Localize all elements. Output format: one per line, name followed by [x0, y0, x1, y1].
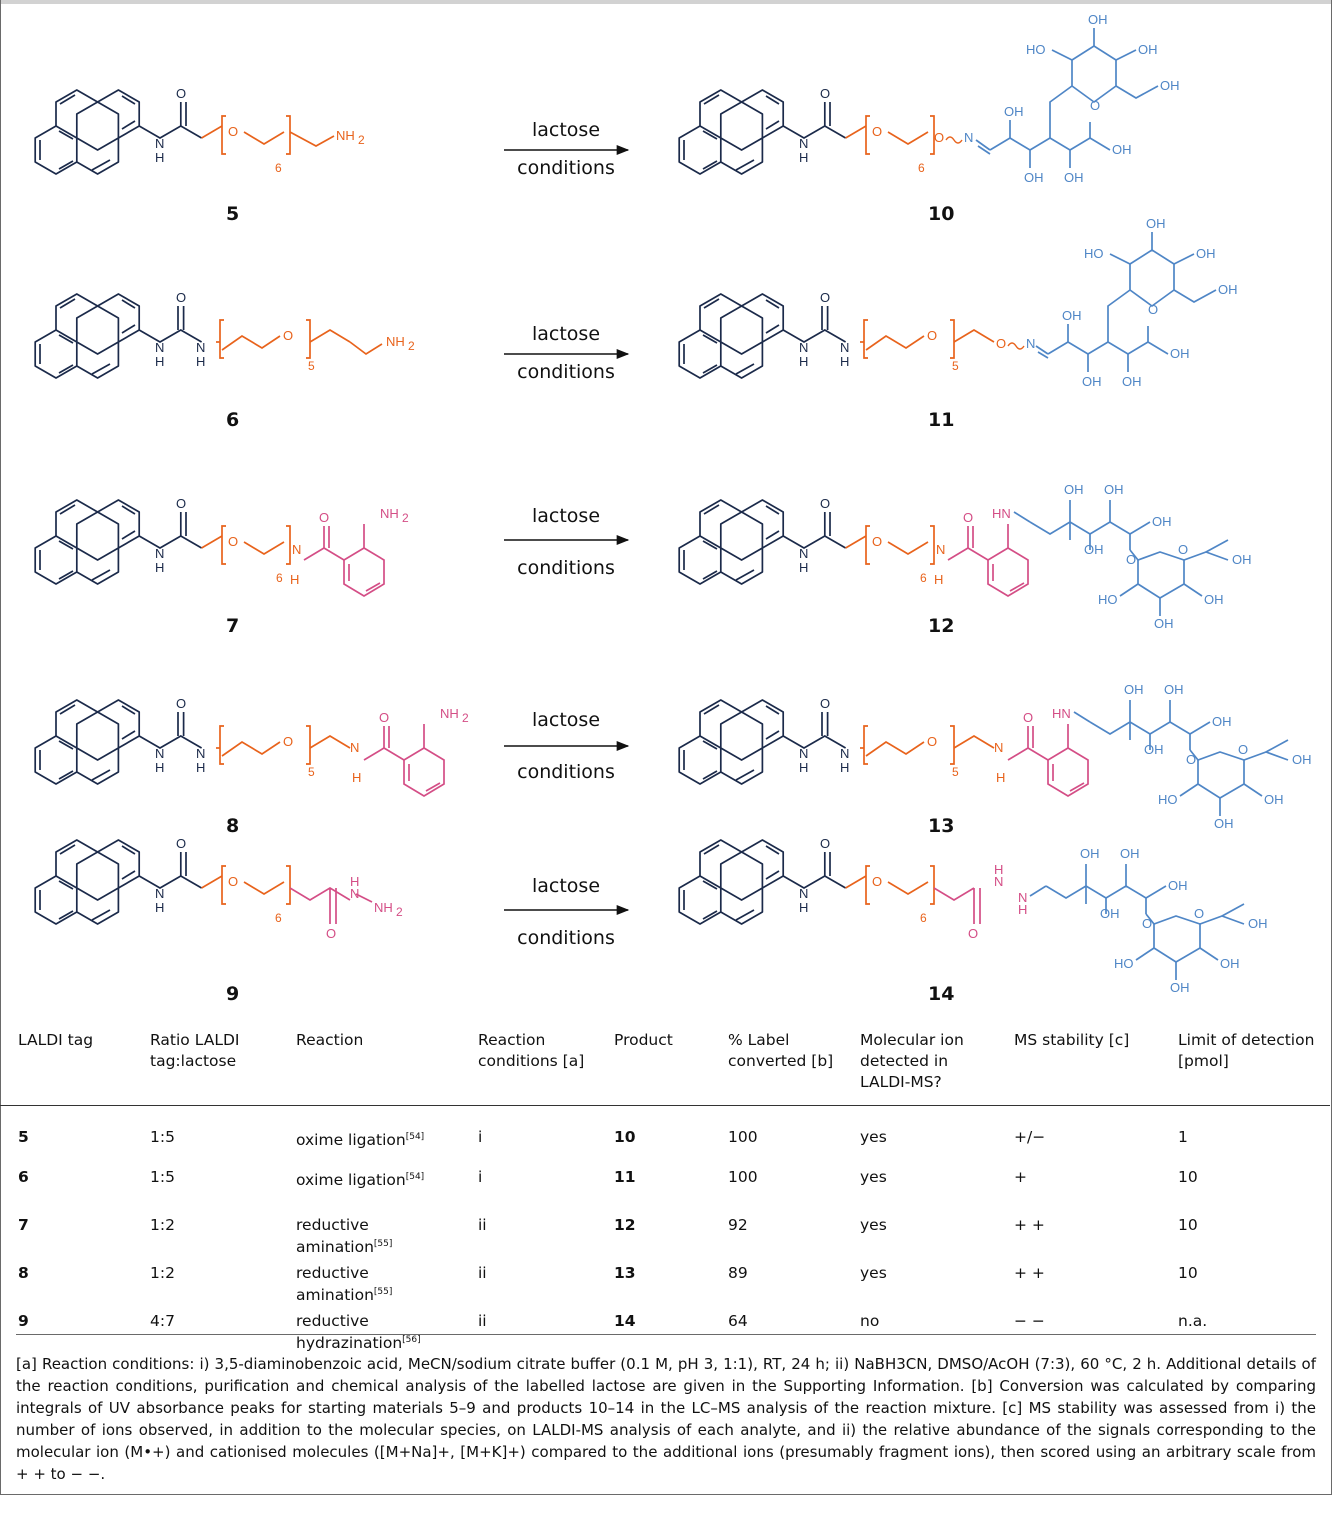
svg-text:6: 6: [920, 571, 927, 585]
svg-text:HN: HN: [992, 506, 1011, 521]
svg-text:O: O: [968, 926, 978, 941]
svg-text:6: 6: [920, 911, 927, 925]
svg-text:N: N: [292, 542, 301, 557]
svg-text:N: N: [350, 740, 359, 755]
table-row: 5 1:5 oxime ligation[54] i 10 100 yes +/…: [18, 1128, 1188, 1150]
svg-text:5: 5: [308, 359, 315, 373]
header-converted: % Label converted [b]: [710, 1024, 842, 1106]
compound-number-7: 7: [226, 615, 239, 637]
svg-text:conditions: conditions: [517, 761, 615, 783]
reaction-arrow-4: lactose conditions: [504, 709, 630, 783]
compound-5: NH 2 6: [34, 85, 365, 175]
svg-text:N: N: [994, 740, 1003, 755]
svg-text:H: H: [934, 572, 943, 587]
svg-text:lactose: lactose: [532, 875, 600, 897]
svg-text:conditions: conditions: [517, 927, 615, 949]
svg-text:H: H: [994, 862, 1003, 877]
reaction-arrow-2: lactose conditions: [504, 323, 630, 383]
svg-text:2: 2: [396, 905, 403, 919]
svg-text:lactose: lactose: [532, 323, 600, 345]
svg-text:NH: NH: [336, 128, 355, 143]
header-reaction: Reaction: [278, 1024, 460, 1106]
reaction-arrow-1: lactose conditions: [504, 119, 630, 179]
svg-text:NH: NH: [374, 900, 393, 915]
table-header-row: LALDI tag Ratio LALDI tag:lactose Reacti…: [0, 1024, 1330, 1106]
compound-14: 6 O H N N H: [678, 835, 1268, 995]
svg-text:lactose: lactose: [532, 709, 600, 731]
reaction-arrow-5: lactose conditions: [504, 875, 630, 949]
compound-12: 6 N H HN: [678, 482, 1252, 631]
table-row: 8 1:2 reductive amination[55] ii 13 89 y…: [18, 1264, 1198, 1305]
compound-9: 6 H N O NH 2: [34, 835, 403, 941]
compound-8: 5 N H NH 2: [34, 695, 469, 797]
svg-text:conditions: conditions: [517, 361, 615, 383]
svg-text:O: O: [996, 336, 1006, 351]
header-conditions: Reaction conditions [a]: [460, 1024, 596, 1106]
compound-number-11: 11: [928, 409, 954, 431]
svg-text:6: 6: [275, 161, 282, 175]
svg-text:H: H: [1018, 902, 1027, 917]
svg-text:N: N: [994, 874, 1003, 889]
svg-text:HN: HN: [1052, 706, 1071, 721]
svg-text:NH: NH: [440, 706, 459, 721]
header-lod: Limit of detection [pmol]: [1160, 1024, 1330, 1106]
svg-text:6: 6: [275, 911, 282, 925]
compound-number-10: 10: [928, 203, 954, 225]
svg-text:N: N: [1018, 890, 1027, 905]
table-footnote: [a] Reaction conditions: i) 3,5-diaminob…: [16, 1334, 1316, 1485]
reaction-scheme: O N H O N H N H O: [34, 12, 1312, 1005]
svg-text:2: 2: [358, 133, 365, 147]
svg-text:5: 5: [308, 765, 315, 779]
svg-text:H: H: [350, 874, 359, 889]
table-row: 6 1:5 oxime ligation[54] i 11 100 yes + …: [18, 1168, 1198, 1190]
compound-10: 6 O N: [678, 12, 1180, 185]
svg-text:lactose: lactose: [532, 505, 600, 527]
compound-number-13: 13: [928, 815, 954, 837]
compound-number-14: 14: [928, 983, 954, 1005]
compound-number-6: 6: [226, 409, 239, 431]
svg-text:O: O: [326, 926, 336, 941]
table-row: 7 1:2 reductive amination[55] ii 12 92 y…: [18, 1216, 1198, 1257]
results-table: LALDI tag Ratio LALDI tag:lactose Reacti…: [0, 1024, 1330, 1368]
svg-text:conditions: conditions: [517, 557, 615, 579]
svg-text:5: 5: [952, 765, 959, 779]
svg-text:N: N: [350, 886, 359, 901]
compound-number-12: 12: [928, 615, 954, 637]
header-laldi-tag: LALDI tag: [0, 1024, 132, 1106]
svg-text:2: 2: [462, 711, 469, 725]
header-stability: MS stability [c]: [996, 1024, 1160, 1106]
compound-7: 6 N H NH 2: [34, 495, 409, 597]
svg-text:6: 6: [918, 161, 925, 175]
svg-text:NH: NH: [380, 506, 399, 521]
compound-number-9: 9: [226, 983, 239, 1005]
compound-13: 5 N H HN: [678, 682, 1312, 831]
svg-text:6: 6: [276, 571, 283, 585]
svg-text:H: H: [996, 770, 1005, 785]
compound-number-8: 8: [226, 815, 239, 837]
reaction-arrow-3: lactose conditions: [504, 505, 630, 579]
svg-text:5: 5: [952, 359, 959, 373]
svg-text:H: H: [352, 770, 361, 785]
svg-text:lactose: lactose: [532, 119, 600, 141]
header-product: Product: [596, 1024, 710, 1106]
compound-11: 5 O N: [678, 216, 1238, 389]
svg-text:H: H: [290, 572, 299, 587]
top-bar: [0, 0, 1332, 4]
svg-text:2: 2: [402, 511, 409, 525]
svg-text:N: N: [936, 542, 945, 557]
table-row: 9 4:7 reductive hydrazination[56] ii 14 …: [18, 1312, 1208, 1353]
svg-text:N: N: [964, 130, 973, 145]
compound-number-5: 5: [226, 203, 239, 225]
svg-text:NH: NH: [386, 334, 405, 349]
compound-6: 5 NH 2: [34, 289, 415, 379]
svg-text:conditions: conditions: [517, 157, 615, 179]
svg-text:2: 2: [408, 339, 415, 353]
svg-text:N: N: [1026, 336, 1035, 351]
header-ratio: Ratio LALDI tag:lactose: [132, 1024, 278, 1106]
header-detected: Molecular ion detected in LALDI-MS?: [842, 1024, 996, 1106]
svg-text:O: O: [934, 130, 944, 145]
